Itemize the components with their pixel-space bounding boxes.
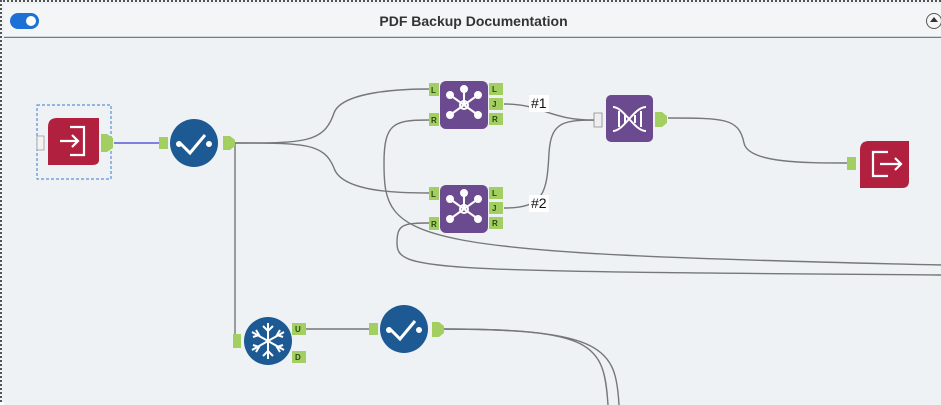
join-nodes-icon [446, 85, 482, 119]
workflow-canvas[interactable]: L R L J R L R L J R U D #1 #2 [4, 37, 941, 405]
join2-anchor-J-out: J [492, 204, 496, 213]
input-data-tool[interactable] [36, 104, 113, 180]
connection-join1-J-union [503, 103, 599, 121]
output-data-tool[interactable] [847, 141, 909, 188]
checkmark-icon [386, 320, 422, 342]
unique-anchor-D: D [295, 353, 301, 362]
checkmark-icon [176, 134, 212, 156]
connection-join1-R-loop [383, 119, 941, 266]
union-tool[interactable] [593, 95, 667, 142]
connection-select1-join1-L [234, 88, 430, 144]
collapse-chevron-icon[interactable] [926, 13, 941, 29]
join1-anchor-J-out: J [492, 100, 496, 109]
unique-tool[interactable] [233, 317, 306, 365]
join-tool-2[interactable] [429, 185, 503, 233]
join1-anchor-R-in: R [431, 116, 437, 125]
connection-join2-J-union [503, 119, 599, 209]
join2-anchor-R-in: R [431, 220, 437, 229]
connection-select2-down-2 [439, 328, 620, 405]
join2-anchor-L-out: L [492, 189, 497, 198]
join-nodes-icon [446, 189, 482, 223]
join2-anchor-L-in: L [431, 190, 436, 199]
select-tool-1[interactable] [159, 119, 235, 167]
canvas-drawing: L R L J R L R L J R U D [36, 81, 941, 405]
join2-anchor-R-out: R [492, 219, 498, 228]
container-titlebar: PDF Backup Documentation [4, 4, 941, 37]
connection-label-2: #2 [529, 195, 549, 212]
input-arrow-icon [60, 125, 86, 157]
connection-select1-join2-L [234, 142, 430, 194]
connection-join2-R-loop [396, 222, 941, 276]
select-tool-2[interactable] [369, 305, 444, 353]
connection-label-1: #1 [529, 95, 549, 112]
connection-union-output [667, 117, 850, 164]
connection-select2-down-1 [439, 328, 609, 405]
output-arrow-icon [871, 150, 903, 178]
join1-anchor-R-out: R [492, 115, 498, 124]
container-enable-toggle[interactable] [10, 13, 39, 29]
unique-anchor-U: U [295, 325, 301, 334]
snowflake-icon [251, 323, 285, 359]
join1-anchor-L-out: L [492, 85, 497, 94]
dna-icon [612, 106, 647, 132]
join1-anchor-L-in: L [431, 86, 436, 95]
container-title: PDF Backup Documentation [379, 13, 568, 29]
join-tool-1[interactable] [429, 81, 503, 129]
